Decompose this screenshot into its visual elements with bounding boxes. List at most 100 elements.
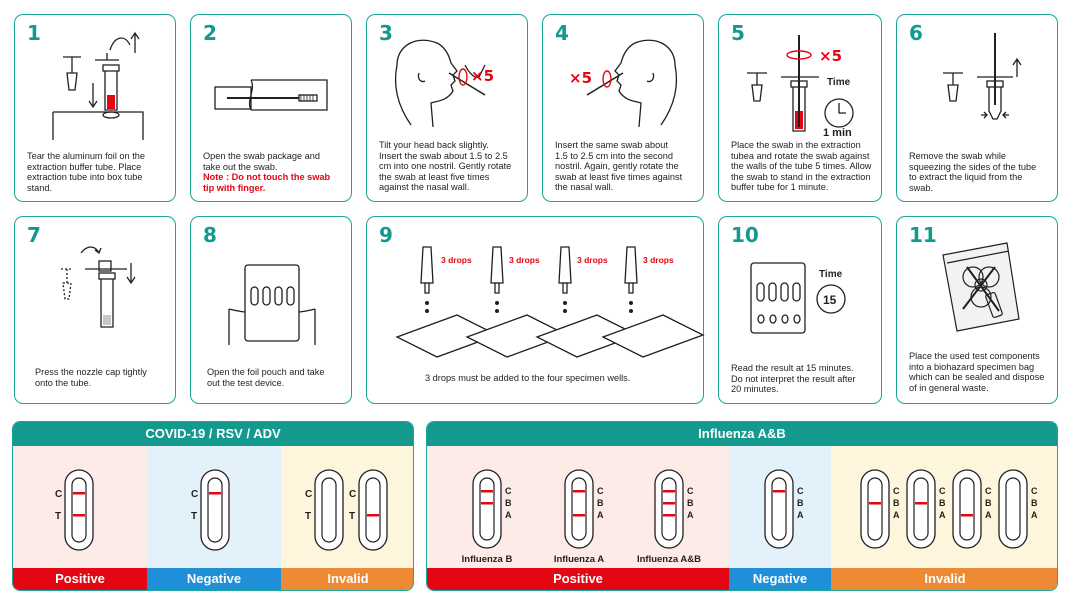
step-number: 2 — [203, 21, 217, 45]
extraction-tube-illustration — [52, 31, 144, 140]
svg-text:A: A — [939, 510, 946, 520]
drop-count-label: 3 drops — [643, 255, 674, 265]
step-7-card: 7 Press the nozzle cap tightly onto the … — [14, 216, 176, 404]
desc-line: the walls of the tube 5 times. Allow — [731, 161, 872, 172]
test-line-label: T — [349, 511, 355, 522]
desc-line: Open the foil pouch and take — [207, 367, 325, 377]
desc-line: the nasal wall. — [555, 182, 614, 193]
svg-text:B: B — [939, 498, 946, 508]
squeeze-tube-illustration — [943, 33, 1022, 120]
invalid-label: Invalid — [281, 568, 413, 590]
step-description: Tear the aluminum foil on the extraction… — [27, 151, 167, 193]
svg-text:B: B — [1031, 498, 1038, 508]
desc-line: to extract the liquid from the — [909, 172, 1023, 183]
time-label: Time — [819, 269, 843, 280]
desc-line: 1.5 to 2.5 cm into the second — [555, 150, 673, 161]
desc-line: cm into one nostril. Gently rotate — [379, 161, 512, 172]
desc-line: Open the swab package and — [203, 151, 320, 161]
cassette-influenza-a: C B A — [564, 469, 604, 549]
step-description: 3 drops must be added to the four specim… — [425, 373, 695, 384]
test-line-label: T — [55, 511, 61, 522]
step-description: Tilt your head back slightly. Insert the… — [379, 140, 519, 193]
negative-column: C B A — [729, 446, 831, 568]
invalid-column: C T C T — [281, 446, 413, 568]
second-nostril-illustration: ×5 — [569, 39, 678, 128]
desc-line: Place the used test components — [909, 351, 1040, 361]
rotate-count: ×5 — [819, 47, 842, 65]
svg-text:B: B — [597, 498, 604, 508]
read-time: 15 — [823, 293, 837, 307]
desc-line: the swab at least five times — [379, 171, 490, 182]
step-1-card: 1 Tear the aluminum foil on the extracti… — [14, 14, 176, 202]
svg-text:C: C — [597, 486, 604, 496]
desc-line: stand. — [27, 182, 53, 193]
step-6-card: 6 Remove the swab while squeezing the si… — [896, 14, 1058, 202]
test-line-label: T — [191, 511, 197, 522]
negative-label: Negative — [729, 568, 831, 590]
desc-line: of in general waste. — [909, 382, 989, 393]
step-number: 4 — [555, 21, 569, 45]
step-number: 11 — [909, 223, 937, 247]
positive-column: C T — [13, 446, 147, 568]
step-number: 5 — [731, 21, 745, 45]
svg-text:A: A — [893, 510, 900, 520]
step-description: Open the foil pouch and take out the tes… — [207, 367, 343, 388]
panel-title: Influenza A&B — [427, 422, 1057, 446]
svg-text:A: A — [985, 510, 992, 520]
desc-line: 3 drops must be added to the four specim… — [425, 373, 631, 383]
desc-line: extraction buffer tube. Place — [27, 161, 142, 172]
desc-line: Place the swab in the extraction — [731, 140, 861, 150]
result-name: Influenza B — [462, 554, 513, 565]
desc-line: Tear the aluminum foil on the — [27, 151, 145, 161]
result-name: Influenza A&B — [637, 554, 701, 565]
invalid-cassette-3: C B A — [952, 469, 992, 549]
drop-count-label: 3 drops — [441, 255, 472, 265]
step-9-card: 9 3 drops 3 drops 3 drops 3 drops 3 dro — [366, 216, 705, 404]
invalid-column: C B A C B A C B A — [831, 446, 1057, 568]
head-tilt-swab-illustration: ×5 — [394, 39, 494, 128]
step-number: 7 — [27, 223, 41, 247]
add-drops-illustration: 3 drops 3 drops 3 drops 3 drops — [395, 246, 705, 358]
negative-column: C T — [147, 446, 281, 568]
svg-text:A: A — [1031, 510, 1038, 520]
cassette-influenza-b: C B A — [472, 469, 512, 549]
step-2-card: 2 Open the swab package and take out the… — [190, 14, 352, 202]
warning-note: Note : Do not touch the swab — [203, 172, 331, 183]
desc-line: against the nasal wall. — [379, 182, 470, 193]
desc-line: swab. — [909, 182, 934, 193]
drop-count-label: 3 drops — [577, 255, 608, 265]
step-5-card: 5 ×5 Time 1 min Place the swab in the ex… — [718, 14, 882, 202]
result-name: Influenza A — [554, 554, 604, 565]
negative-label: Negative — [147, 568, 281, 590]
step-4-card: 4 ×5 Insert the same swab about 1.5 to 2… — [542, 14, 704, 202]
step-10-card: 10 Time 15 Read the result at 15 minutes… — [718, 216, 882, 404]
desc-line: Tilt your head back slightly. — [379, 140, 489, 150]
control-line-label: C — [55, 489, 62, 500]
svg-text:A: A — [687, 510, 694, 520]
drop-count-label: 3 drops — [509, 255, 540, 265]
desc-line: tubea and rotate the swab against — [731, 150, 870, 161]
negative-cassette: C B A — [764, 469, 804, 549]
svg-text:A: A — [505, 510, 512, 520]
invalid-cassette-1: C B A — [860, 469, 900, 549]
invalid-cassette-2: C B A — [906, 469, 946, 549]
desc-line: squeezing the sides of the tube — [909, 161, 1037, 172]
rotate-count: ×5 — [569, 69, 592, 87]
panel-title: COVID-19 / RSV / ADV — [13, 422, 413, 446]
rotate-count: ×5 — [471, 67, 494, 85]
step-description: Remove the swab while squeezing the side… — [909, 151, 1049, 193]
cassette-influenza-ab: C B A — [654, 469, 694, 549]
desc-line: extraction tube into box tube — [27, 172, 143, 183]
svg-text:C: C — [893, 486, 900, 496]
step-description: Place the used test components into a bi… — [909, 351, 1049, 393]
wait-time: 1 min — [823, 127, 852, 139]
invalid-cassette-4: C B A — [998, 469, 1038, 549]
svg-text:B: B — [505, 498, 512, 508]
desc-line: onto the tube. — [35, 377, 92, 388]
desc-line: take out the swab. — [203, 161, 278, 172]
svg-text:C: C — [939, 486, 946, 496]
desc-line: Press the nozzle cap tightly — [35, 367, 147, 377]
covid-results-panel: COVID-19 / RSV / ADV C T C T C T — [12, 421, 414, 591]
negative-cassette: C T — [191, 469, 230, 551]
desc-line: the swab to stand in the extraction — [731, 171, 871, 182]
